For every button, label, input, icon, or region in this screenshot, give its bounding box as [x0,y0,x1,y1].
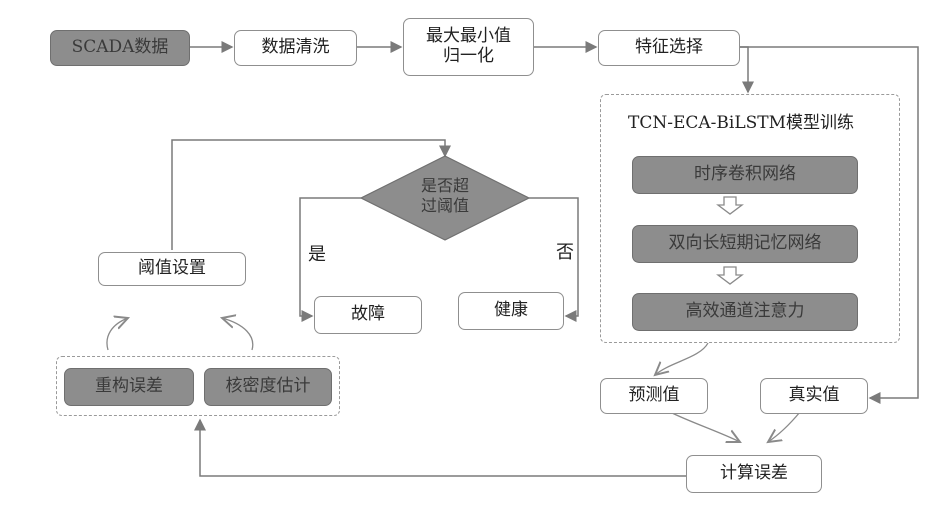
arrow-predicted-to-error [670,412,740,442]
bilstm-box: 双向长短期记忆网络 [632,225,858,263]
reconstruction-error-box: 重构误差 [64,368,194,406]
normalization-line-2: 归一化 [443,47,494,67]
fault-box: 故障 [314,296,422,334]
decision-text-line-1: 是否超 [396,176,494,196]
feature-selection-box: 特征选择 [598,30,740,66]
threshold-setting-box: 阈值设置 [98,252,246,286]
tcn-box: 时序卷积网络 [632,156,858,194]
decision-text: 是否超 过阈值 [396,176,494,216]
decision-no-label: 否 [556,238,574,264]
model-training-panel-title: TCN-ECA-BiLSTM模型训练 [628,108,854,133]
kernel-density-box: 核密度估计 [204,368,332,406]
actual-value-box: 真实值 [760,378,868,414]
scada-data-box: SCADA数据 [50,30,190,66]
normalization-box: 最大最小值 归一化 [403,18,534,76]
arrow-recon-to-threshold [107,318,128,350]
arrow-feature-to-panel [740,47,748,92]
predicted-value-box: 预测值 [600,378,708,414]
normalization-line-1: 最大最小值 [426,27,511,47]
arrow-kde-to-threshold [222,318,253,350]
calculate-error-box: 计算误差 [686,455,822,493]
arrow-actual-to-error [768,412,800,442]
arrow-panel-to-predicted [655,343,708,375]
eca-box: 高效通道注意力 [632,293,858,331]
decision-text-line-2: 过阈值 [396,196,494,216]
arrow-error-to-group [200,420,686,476]
healthy-box: 健康 [458,292,564,330]
decision-yes-label: 是 [308,240,326,266]
data-cleaning-box: 数据清洗 [234,30,357,66]
